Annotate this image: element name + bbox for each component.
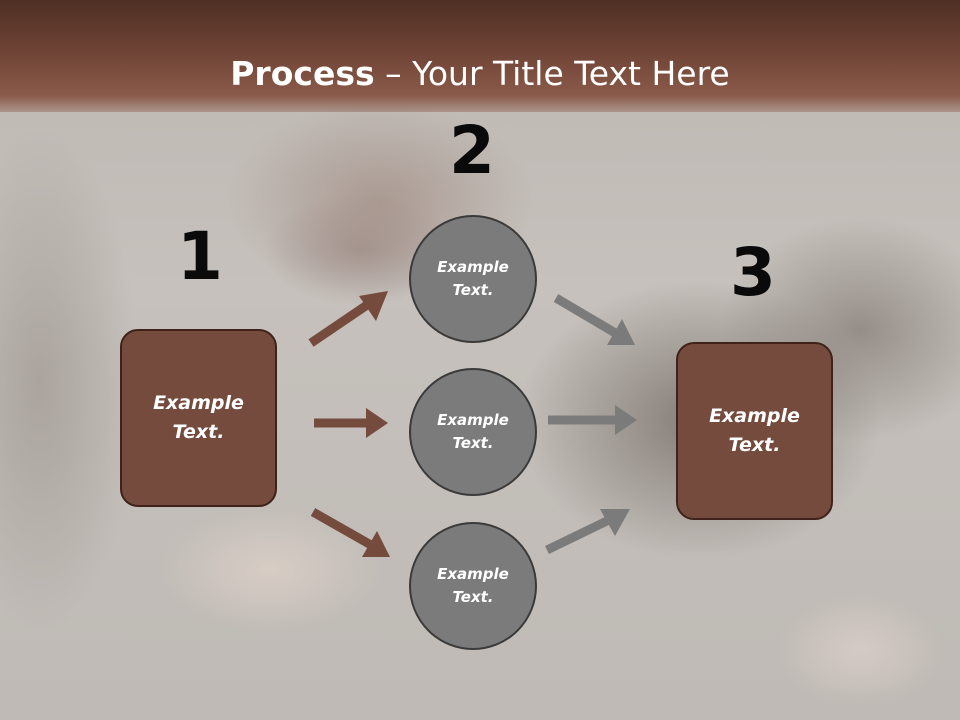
left-box-text: Example Text. [153, 392, 244, 443]
circle-top-text: Example Text. [437, 258, 509, 299]
arrow-left-to-bottom [310, 508, 390, 557]
left-box: Example Text. [120, 329, 277, 507]
step-number-1: 1 [177, 218, 223, 295]
right-box: Example Text. [676, 342, 833, 520]
title-banner [0, 0, 960, 112]
circle-middle-text: Example Text. [437, 411, 509, 452]
title-rest: – Your Title Text Here [374, 54, 730, 93]
circle-middle: Example Text. [409, 368, 537, 496]
step-number-3: 3 [730, 234, 776, 311]
step-number-2: 2 [449, 112, 495, 189]
circle-top: Example Text. [409, 215, 537, 343]
arrow-bottom-to-right [545, 509, 630, 555]
arrow-left-to-top [308, 291, 388, 347]
arrow-left-to-middle [314, 408, 388, 438]
circle-bottom: Example Text. [409, 522, 537, 650]
arrow-middle-to-right [548, 405, 637, 435]
title-bold: Process [230, 54, 375, 93]
circle-bottom-text: Example Text. [437, 565, 509, 606]
arrow-top-to-right [553, 294, 635, 345]
slide-title: Process – Your Title Text Here [0, 52, 960, 96]
right-box-text: Example Text. [709, 405, 800, 456]
